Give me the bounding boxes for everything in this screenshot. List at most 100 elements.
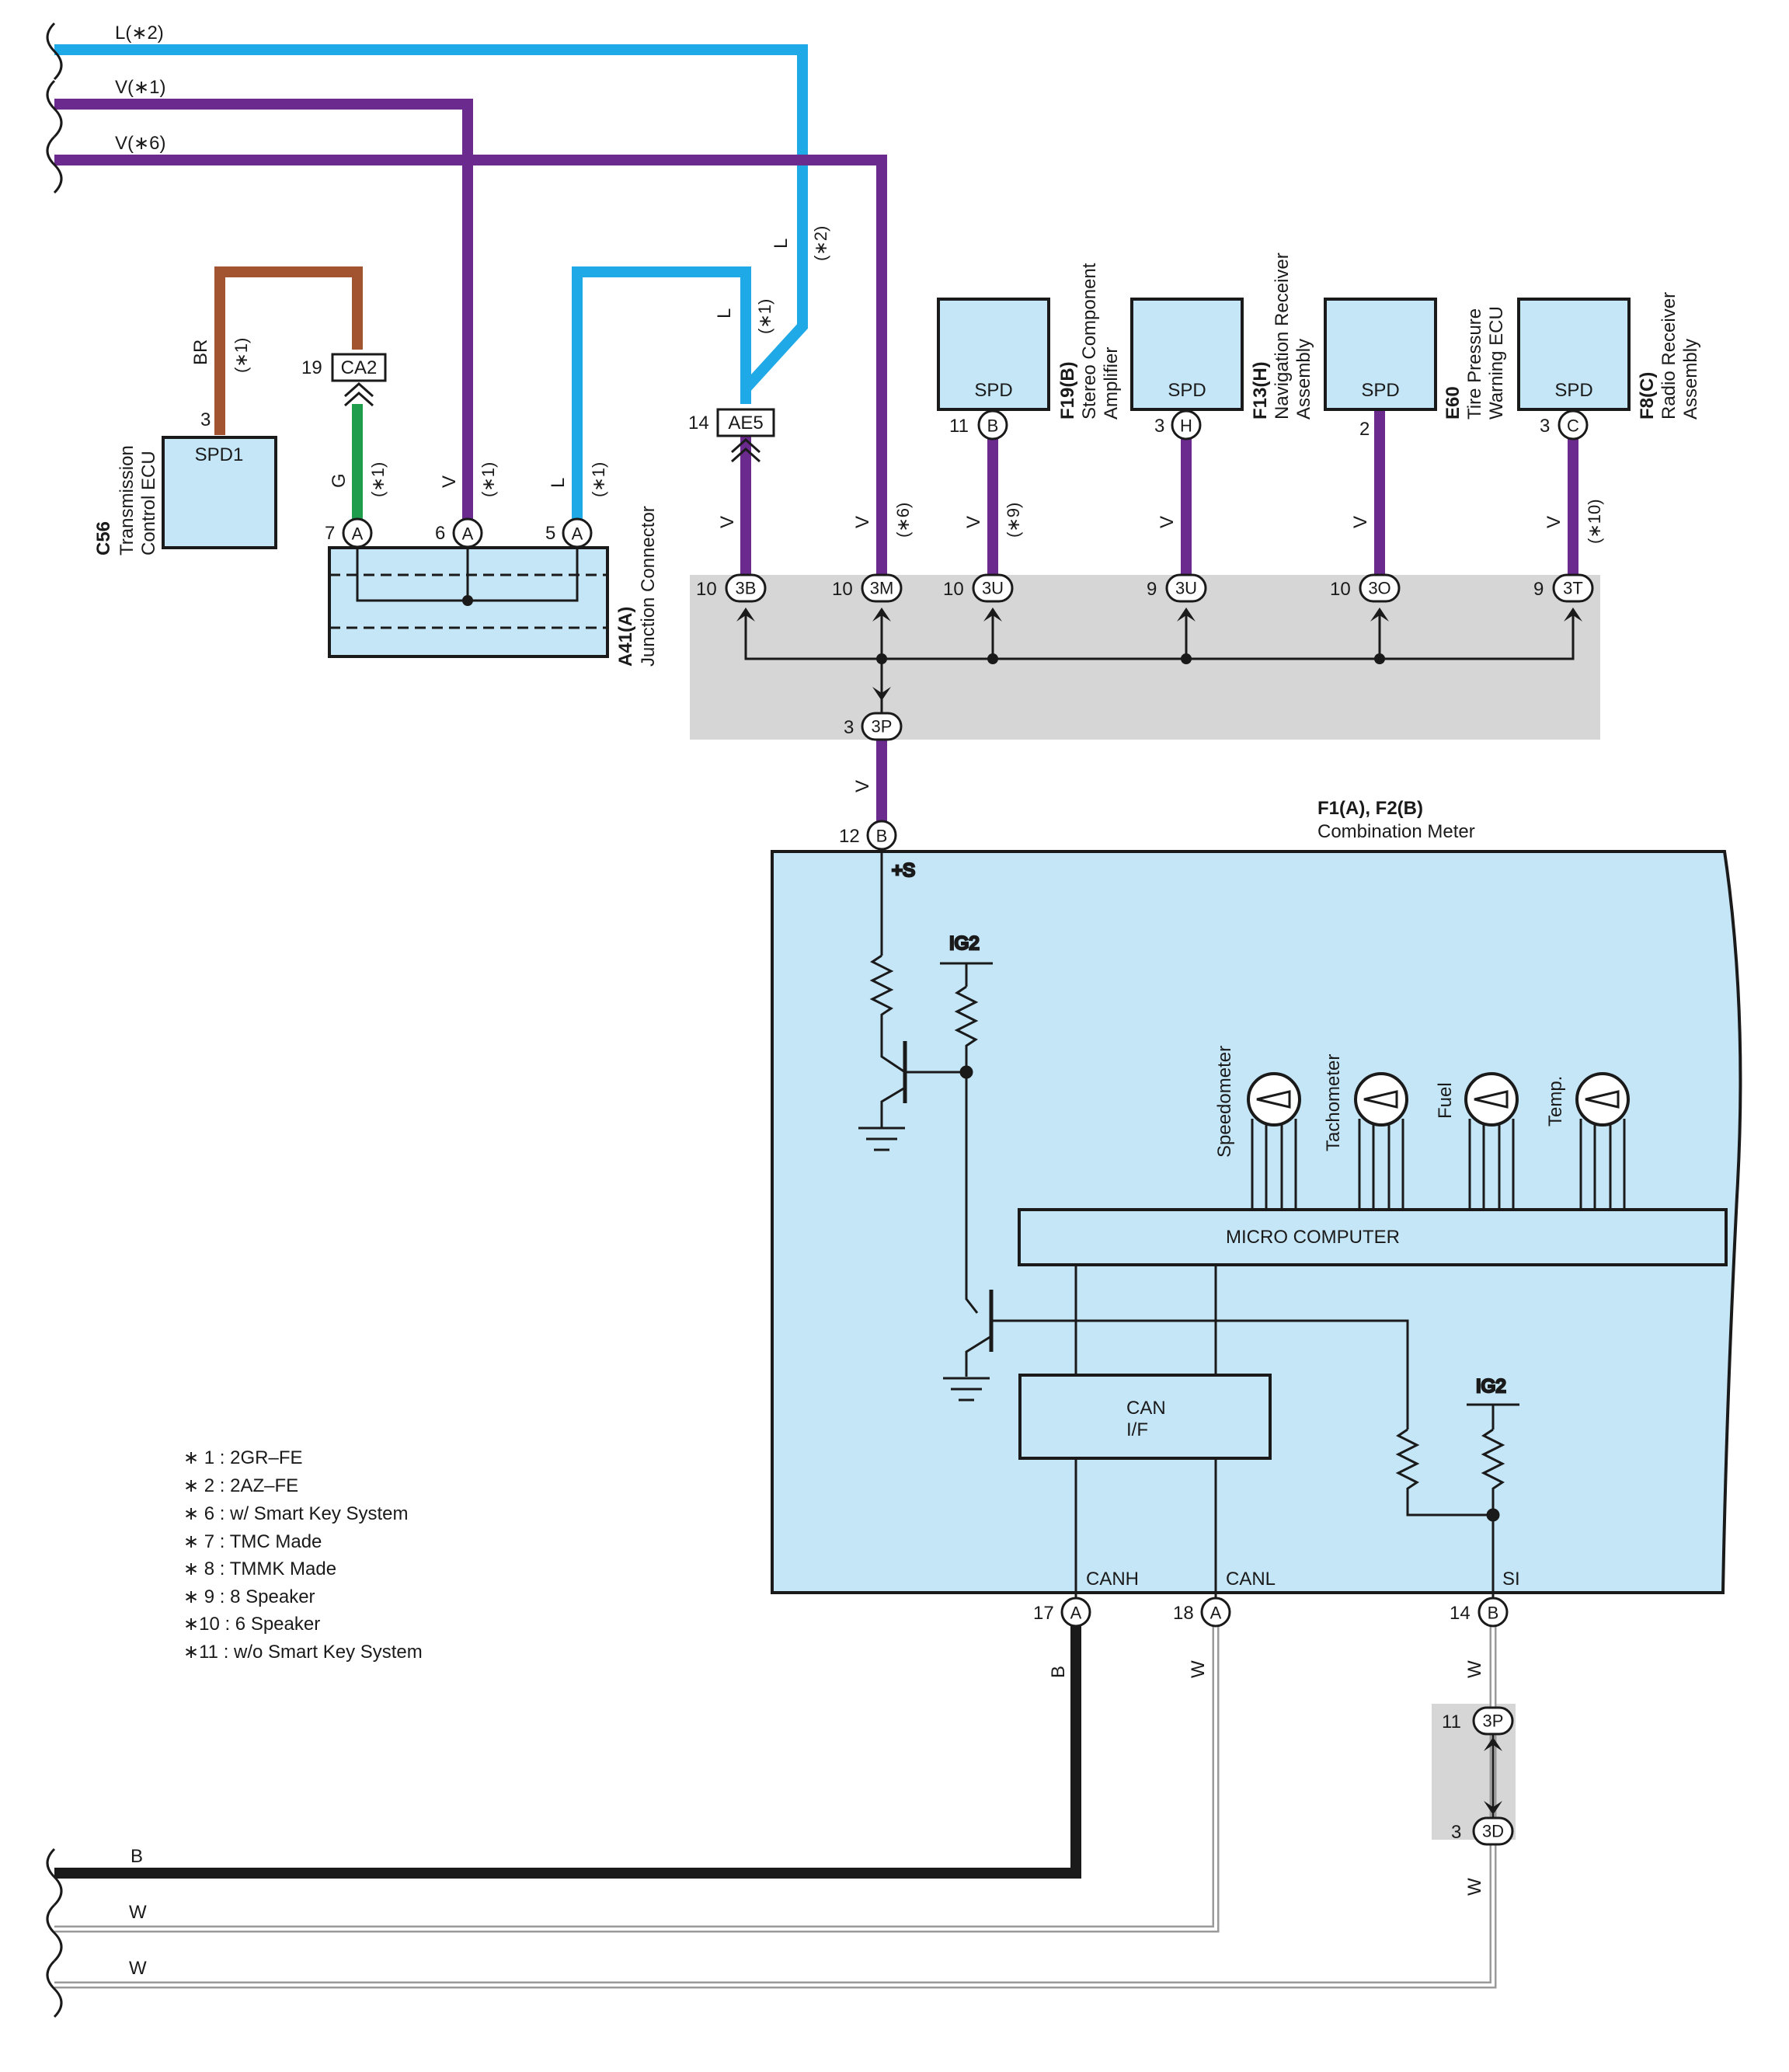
a41-pin-circle-5: A [562,517,593,548]
tachometer-gauge-icon: Tachometer [1323,1054,1408,1210]
meter-bottom-pins: A 17 A 18 B 14 [1033,1597,1509,1628]
junction-connector-3u-10: 3U 10 [943,573,1014,603]
a41-junction-connector: A41(A) Junction Connector 7 6 5 A A A [325,506,659,667]
svg-text:9: 9 [1147,579,1157,600]
f19-code: F19(B) [1057,361,1078,420]
f8-pin-circle: C [1558,409,1589,441]
ground-2-icon [943,1377,990,1402]
ca2-connector: CA2 19 [301,353,387,407]
meter-ig2-right: IG2 [1476,1376,1506,1397]
f8-radio-receiver: SPD F8(C) Radio Receiver Assembly 3 C [1517,292,1701,441]
label-g-note: (∗1) [368,462,388,497]
a41-pin-5: 5 [545,523,555,544]
svg-text:A: A [572,524,583,544]
label-v-e60: V [1350,516,1371,528]
wire-label-w2: W [129,1958,147,1979]
f8-inner: SPD [1554,380,1592,401]
meter-pin-17: A 17 [1033,1597,1091,1628]
label-v-a41: V [439,475,460,488]
f13-code: F13(H) [1250,361,1271,420]
wire-w-bottom1b [54,1625,1217,1931]
svg-text:3: 3 [1451,1822,1461,1843]
label-v-f19-note: (∗9) [1004,503,1023,538]
f19-name1: Stereo Component [1079,263,1100,420]
svg-text:3D: 3D [1482,1822,1504,1841]
meter-ig2-left: IG2 [949,933,980,954]
meter-pin-12: B 12 [839,820,897,851]
lower-connector-3d: 3D 3 [1451,1816,1514,1846]
meter-pin-18: A 18 [1173,1597,1231,1628]
junction-connector-3t: 3T 9 [1533,573,1594,603]
canl-label: CANL [1226,1569,1276,1590]
svg-text:B: B [987,416,999,436]
f8-name2: Assembly [1680,339,1701,420]
f19-name2: Amplifier [1101,347,1122,420]
svg-text:A: A [1210,1604,1222,1623]
c56-ecu: SPD1 3 C56 Transmission Control ECU [93,409,277,555]
junction-connectors: 3B 10 3M 10 3U 10 3U 9 3O 10 3T 9 [696,573,1594,741]
a41-pin-6: 6 [435,523,445,544]
svg-text:3B: 3B [736,579,757,598]
c56-inner: SPD1 [195,444,244,465]
label-v-a41-note: (∗1) [479,462,498,497]
legend-item: ∗ 6 : w/ Smart Key System [183,1503,409,1524]
f8-name1: Radio Receiver [1658,292,1679,420]
ca2-chevron-icon [344,381,374,407]
svg-text:3M: 3M [870,579,894,598]
svg-text:A: A [462,524,474,544]
f13-name2: Assembly [1293,339,1314,420]
svg-text:3O: 3O [1368,579,1390,598]
label-l-top: L [771,239,792,249]
c56-name1: Transmission [117,445,137,555]
legend-item: ∗ 1 : 2GR–FE [183,1447,303,1468]
junction-connector-3p-out: 3P 3 [844,712,903,741]
f13-inner: SPD [1168,380,1206,401]
svg-text:3T: 3T [1563,579,1583,598]
svg-text:3U: 3U [982,579,1004,598]
meter-name: Combination Meter [1317,821,1475,842]
ae5-connector: AE5 14 [688,408,775,463]
label-b-canh: B [1048,1666,1069,1678]
legend-item: ∗ 2 : 2AZ–FE [183,1475,298,1496]
ae5-label: AE5 [728,413,763,434]
break-marks [46,22,63,2018]
can-interface: CAN I/F CANH CANL SI [1018,1265,1520,1613]
lower-junction: 3P 11 3D 3 [1442,1706,1514,1846]
gauges: Speedometer Tachometer Fuel Temp. [1214,1046,1630,1210]
wire-v-top1 [54,99,473,528]
c56-box [162,436,277,549]
svg-text:12: 12 [839,826,860,847]
f13-name1: Navigation Receiver [1272,252,1293,420]
wire-b-bottom [54,1625,1081,1879]
legend-item: ∗ 7 : TMC Made [183,1531,322,1552]
label-v-f19: V [963,516,984,528]
c56-pin: 3 [200,409,211,430]
label-l-a41-note: (∗1) [589,462,608,497]
svg-text:3P: 3P [1483,1712,1504,1731]
svg-text:18: 18 [1173,1603,1194,1624]
c56-code: C56 [93,521,114,555]
legend: ∗ 1 : 2GR–FE ∗ 2 : 2AZ–FE ∗ 6 : w/ Smart… [183,1447,423,1663]
label-l-top-note: (∗2) [811,226,830,261]
e60-name2: Warning ECU [1486,306,1507,420]
label-v-f13: V [1157,516,1178,528]
bottom-wires [54,1625,1497,1989]
e60-pin: 2 [1359,419,1370,440]
can-label: CAN [1126,1398,1166,1419]
label-v-f8-note: (∗10) [1585,499,1604,544]
junction-block-upper [690,575,1600,740]
a41-pin-circle-6: A [452,517,483,548]
legend-item: ∗ 8 : TMMK Made [183,1558,336,1579]
ground-icon [858,1127,905,1151]
label-br: BR [190,340,211,365]
top-wires [54,44,1578,831]
f19-stereo-amplifier: SPD F19(B) Stereo Component Amplifier 11… [937,263,1122,441]
label-v-3m-note: (∗6) [893,503,913,538]
e60-code: E60 [1443,386,1464,420]
legend-item: ∗11 : w/o Smart Key System [183,1642,423,1663]
label-l-ae5: L [714,308,735,319]
label-l-a41: L [548,478,569,488]
c56-name2: Control ECU [138,451,159,555]
wire-label-v1: V(∗1) [115,77,165,98]
si-label: SI [1502,1569,1520,1590]
